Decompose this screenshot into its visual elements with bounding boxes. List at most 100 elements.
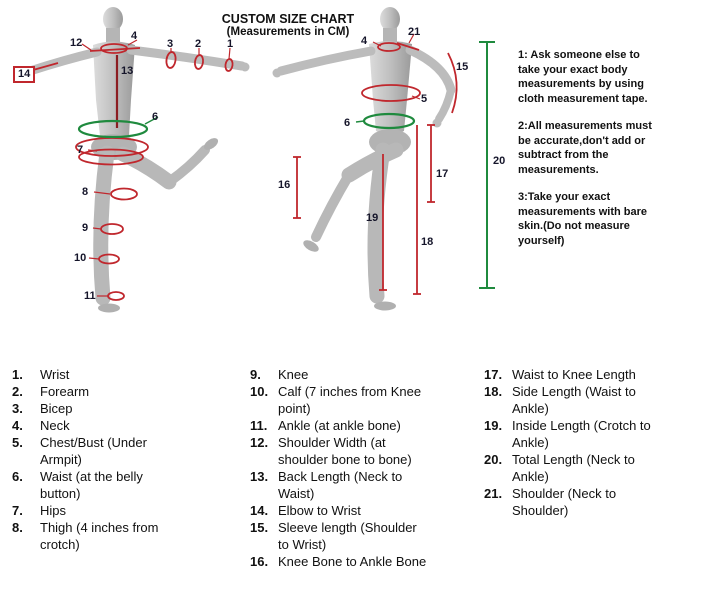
legend-item-label: Total Length (Neck to Ankle) (512, 452, 635, 484)
legend-item-number: 8. (12, 520, 23, 535)
legend-item-label: Hips (40, 503, 67, 518)
legend-item-number: 14. (250, 503, 269, 518)
legend-item-label: Inside Length (Crotch to Ankle) (512, 418, 651, 450)
legend-item-label: Knee (278, 367, 309, 382)
front-label-inside-length: 19 (366, 212, 379, 224)
back-label-knee: 9 (82, 222, 89, 234)
back-label-wrist: 1 (227, 38, 234, 50)
legend-item-neck: 4. Neck (12, 417, 170, 434)
legend-item-ankle: 11. Ankle (at ankle bone) (250, 417, 436, 434)
legend-item-number: 1. (12, 367, 23, 382)
back-label-waist: 6 (152, 111, 159, 123)
back-label-elbow-to-wrist: 14 (13, 66, 36, 83)
legend-item-total-length: 20. Total Length (Neck to Ankle) (484, 451, 666, 485)
front-label-waist-to-knee: 17 (436, 168, 449, 180)
measurement-figures-illustration (22, 7, 495, 313)
legend-item-number: 4. (12, 418, 23, 433)
front-label-side-length: 18 (421, 236, 434, 248)
legend-item-calf: 10. Calf (7 inches from Knee point) (250, 383, 436, 417)
front-label-waist: 6 (344, 117, 351, 129)
legend-item-label: Waist (at the belly button) (40, 469, 143, 501)
front-label-chest: 5 (421, 93, 428, 105)
legend-item-label: Bicep (40, 401, 73, 416)
legend-item-number: 19. (484, 418, 503, 433)
legend-item-label: Sleeve length (Shoulder to Wrist) (278, 520, 417, 552)
back-label-bicep: 3 (167, 38, 174, 50)
legend-item-number: 15. (250, 520, 269, 535)
back-label-back-length: 13 (121, 65, 134, 77)
legend-item-number: 6. (12, 469, 23, 484)
instruction-1: 1: Ask someone else to take your exact b… (518, 49, 648, 105)
chart-header: CUSTOM SIZE CHART (Measurements in CM) (198, 12, 378, 38)
legend-item-number: 12. (250, 435, 269, 450)
instruction-2: 2:All measurements must be accurate,don'… (518, 120, 652, 176)
legend-item-label: Back Length (Neck to Waist) (278, 469, 403, 501)
legend-item-number: 9. (250, 367, 261, 382)
legend-item-elbow-to-wrist: 14. Elbow to Wrist (250, 502, 436, 519)
legend-item-label: Shoulder (Neck to Shoulder) (512, 486, 617, 518)
legend-item-label: Chest/Bust (Under Armpit) (40, 435, 147, 467)
legend-item-number: 16. (250, 554, 269, 569)
back-label-thigh: 8 (82, 186, 89, 198)
legend-item-wrist: 1. Wrist (12, 366, 170, 383)
legend-item-inside-length: 19. Inside Length (Crotch to Ankle) (484, 417, 666, 451)
legend-item-number: 11. (250, 418, 268, 433)
legend-item-bicep: 3. Bicep (12, 400, 170, 417)
legend-item-number: 7. (12, 503, 23, 518)
legend-item-number: 17. (484, 367, 503, 382)
legend-item-side-length: 18. Side Length (Waist to Ankle) (484, 383, 666, 417)
legend-item-number: 2. (12, 384, 23, 399)
legend-item-label: Shoulder Width (at shoulder bone to bone… (278, 435, 412, 467)
chart-subtitle: (Measurements in CM) (226, 26, 350, 38)
legend-item-number: 18. (484, 384, 503, 399)
legend-item-number: 10. (250, 384, 269, 399)
legend-item-chest-bust: 5.Chest/Bust (Under Armpit) (12, 434, 170, 468)
legend-item-label: Elbow to Wrist (278, 503, 361, 518)
front-figure-illustration (272, 7, 456, 311)
front-label-knee-to-ankle: 16 (278, 179, 291, 191)
back-label-neck: 4 (131, 30, 138, 42)
legend-item-number: 3. (12, 401, 23, 416)
legend-column-2: 9. Knee 10. Calf (7 inches from Knee point… (250, 366, 436, 570)
legend-item-number: 21. (484, 486, 503, 501)
legend-item-label: Neck (40, 418, 70, 433)
back-label-calf: 10 (74, 252, 87, 264)
legend-item-knee-bone-to-ankle-bone: 16. Knee Bone to Ankle Bone (250, 553, 436, 570)
legend-item-waist: 6. Waist (at the belly button) (12, 468, 170, 502)
measurement-instructions: 1: Ask someone else to take your exact b… (518, 48, 654, 261)
legend-item-forearm: 2. Forearm (12, 383, 170, 400)
legend-item-back-length: 13. Back Length (Neck to Waist) (250, 468, 436, 502)
legend-item-label: Wrist (40, 367, 70, 382)
legend-column-1: 1. Wrist 2. Forearm 3. Bicep 4. Neck 5.Chest… (12, 366, 170, 553)
legend-item-label: Knee Bone to Ankle Bone (278, 554, 427, 569)
front-label-total-length: 20 (493, 155, 506, 167)
legend-item-shoulder: 21. Shoulder (Neck to Shoulder) (484, 485, 666, 519)
legend-item-number: 20. (484, 452, 503, 467)
legend-item-label: Ankle (at ankle bone) (278, 418, 401, 433)
back-figure-measurement-marks (32, 39, 234, 301)
instruction-3: 3:Take your exact measurements with bare… (518, 191, 647, 247)
chart-title: CUSTOM SIZE CHART (221, 12, 355, 26)
legend-column-3: 17. Waist to Knee Length 18. Side Length (… (484, 366, 666, 519)
back-figure-illustration (22, 7, 250, 313)
legend-item-label: Waist to Knee Length (512, 367, 636, 382)
legend-item-label: Side Length (Waist to Ankle) (512, 384, 636, 416)
legend-item-thigh: 8. Thigh (4 inches from crotch) (12, 519, 170, 553)
back-label-shoulder-width: 12 (70, 37, 83, 49)
legend-item-hips: 7. Hips (12, 502, 170, 519)
front-label-shoulder: 21 (408, 26, 421, 38)
legend-item-label: Thigh (4 inches from crotch) (40, 520, 159, 552)
legend-item-label: Calf (7 inches from Knee point) (278, 384, 422, 416)
back-label-ankle: 11 (84, 290, 96, 302)
legend-item-shoulder-width: 12. Shoulder Width (at shoulder bone to b… (250, 434, 436, 468)
legend-item-sleeve-length: 15. Sleeve length (Shoulder to Wrist) (250, 519, 436, 553)
legend-item-waist-to-knee-length: 17. Waist to Knee Length (484, 366, 666, 383)
legend-item-number: 13. (250, 469, 269, 484)
front-label-neck: 4 (361, 35, 368, 47)
back-label-forearm: 2 (195, 38, 202, 50)
legend-item-label: Forearm (40, 384, 90, 399)
front-label-sleeve-length: 15 (456, 61, 469, 73)
front-figure-measurement-marks (293, 33, 495, 295)
legend-item-knee: 9. Knee (250, 366, 436, 383)
